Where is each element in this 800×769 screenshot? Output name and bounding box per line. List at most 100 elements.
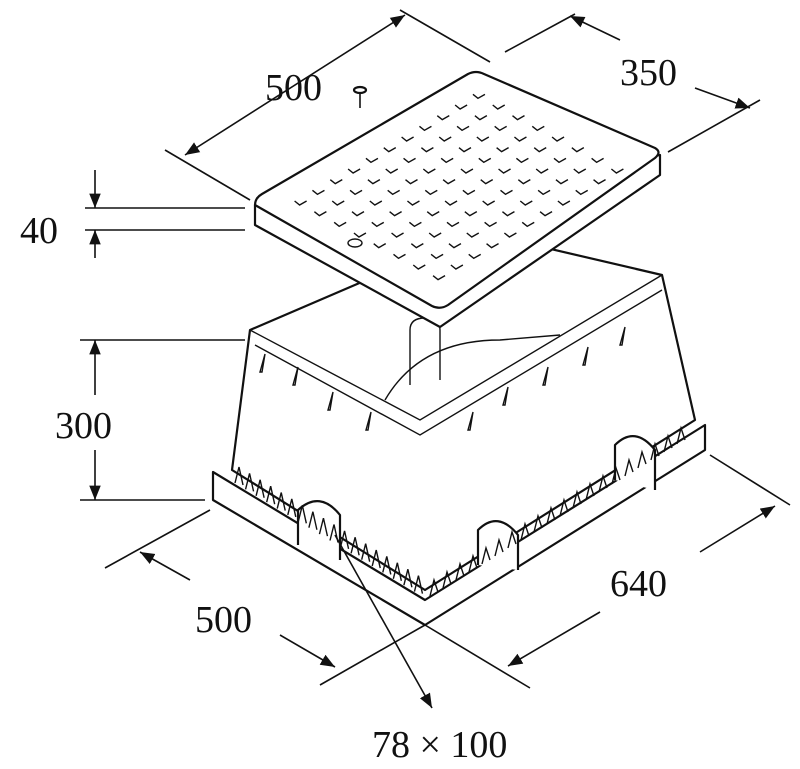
lid-grip-mark — [496, 147, 509, 153]
base-tooth — [403, 569, 413, 588]
lid-grip-mark — [521, 221, 535, 228]
lid-grip-mark — [391, 232, 404, 238]
lid-grip-mark — [419, 125, 432, 132]
lid-grip-mark — [438, 136, 452, 142]
base-tooth — [429, 577, 439, 597]
lid-grip-mark — [503, 232, 517, 238]
lid-grip-mark — [331, 200, 345, 206]
lid-grip-mark — [533, 147, 547, 153]
lid-grip-mark — [480, 179, 494, 185]
lid-grip-mark — [367, 179, 381, 185]
cutout-size-label: 78 × 100 — [372, 724, 507, 766]
lid-grip-mark — [407, 200, 420, 206]
lid-grip-mark — [450, 264, 464, 270]
lid-grip-mark — [591, 157, 604, 164]
box-rib — [259, 353, 266, 373]
base-tooth — [494, 537, 504, 557]
base-tooth — [546, 505, 556, 525]
box-rib — [365, 411, 372, 431]
base-tooth — [559, 497, 569, 517]
lid-grip-mark — [502, 211, 515, 217]
lid-grip-mark — [482, 200, 496, 206]
box-rib — [502, 386, 509, 406]
lid-grip-mark — [515, 157, 529, 164]
base-tooth — [442, 569, 452, 589]
base-tooth — [663, 433, 673, 453]
dim-lid-thickness: 40 — [20, 170, 245, 258]
lid-grid-pattern — [294, 93, 624, 281]
lid-grip-mark — [371, 221, 385, 228]
lid-grip-mark — [610, 168, 624, 174]
lid-grip-mark — [448, 243, 462, 249]
lid-grip-mark — [557, 200, 571, 206]
base-tooth — [455, 561, 465, 581]
lid-grip-mark — [458, 147, 472, 153]
box-rib — [467, 411, 474, 431]
base-tooth — [468, 553, 478, 573]
lid-grip-mark — [460, 168, 474, 174]
base-tooth — [318, 517, 329, 537]
base-tooth — [276, 492, 286, 511]
base-tooth — [413, 575, 424, 594]
lid-grip-mark — [492, 104, 506, 110]
lid-grip-mark — [410, 243, 424, 249]
lid-grip-mark — [373, 243, 387, 249]
base-tooth — [350, 537, 360, 556]
base-tooth — [533, 513, 543, 533]
lid-grip-mark — [432, 275, 446, 281]
lid-grip-mark — [389, 211, 402, 217]
dim-base-width: 500 — [104, 509, 426, 686]
lid-grip-mark — [351, 211, 365, 217]
lid-grip-mark — [365, 157, 379, 164]
base-tooth — [520, 521, 530, 541]
lid-grip-mark — [353, 232, 367, 238]
base-tooth — [572, 489, 582, 509]
lid-grip-mark — [555, 179, 569, 185]
lid-grip-mark — [486, 243, 499, 249]
lid-grip-mark — [466, 232, 480, 238]
lid-grip-mark — [312, 189, 325, 196]
pipe-cutout — [296, 500, 342, 560]
lid-grip-mark — [468, 253, 482, 260]
lid-grip-mark — [462, 189, 476, 196]
lid-grip-mark — [420, 147, 434, 153]
lid-grip-mark — [369, 200, 383, 206]
lid-grip-mark — [393, 253, 406, 260]
lid-grip-mark — [478, 157, 492, 164]
lid-grip-mark — [408, 221, 422, 228]
dim-box-height: 300 — [55, 339, 245, 501]
lid-grip-mark — [442, 179, 456, 185]
base-tooth — [585, 481, 595, 501]
lid-grip-mark — [539, 211, 553, 217]
lid-grip-mark — [551, 136, 565, 142]
base-tooth — [611, 465, 621, 485]
base-length-label: 640 — [610, 563, 667, 605]
lid-grip-mark — [422, 168, 436, 174]
base-tooth — [360, 543, 371, 562]
base-tooth — [255, 479, 265, 498]
lid-grip-mark — [349, 189, 363, 196]
lid-grip-mark — [472, 93, 486, 100]
base-tooth — [234, 466, 244, 486]
dim-cutout: 78 × 100 — [334, 534, 507, 766]
lid-grip-mark — [464, 211, 478, 217]
lid-grip-mark — [329, 179, 343, 185]
base-tooth — [371, 549, 381, 569]
lid-grip-mark — [405, 179, 418, 185]
base-tooth — [297, 505, 308, 524]
box-body — [230, 230, 697, 597]
lid-grip-mark — [387, 189, 401, 196]
lid-grip-mark — [440, 157, 454, 164]
dim-lid-width: 350 — [504, 13, 761, 153]
base-tooth — [637, 449, 647, 469]
base-tooth — [598, 473, 608, 493]
lid-grip-mark — [519, 200, 533, 206]
base-tooth — [382, 556, 392, 575]
base-tooth — [624, 457, 634, 477]
box-rib — [619, 326, 626, 346]
lid — [253, 70, 662, 329]
lid-grip-mark — [573, 168, 587, 174]
lid-grip-mark — [498, 168, 511, 174]
lid-grip-mark — [403, 157, 416, 164]
